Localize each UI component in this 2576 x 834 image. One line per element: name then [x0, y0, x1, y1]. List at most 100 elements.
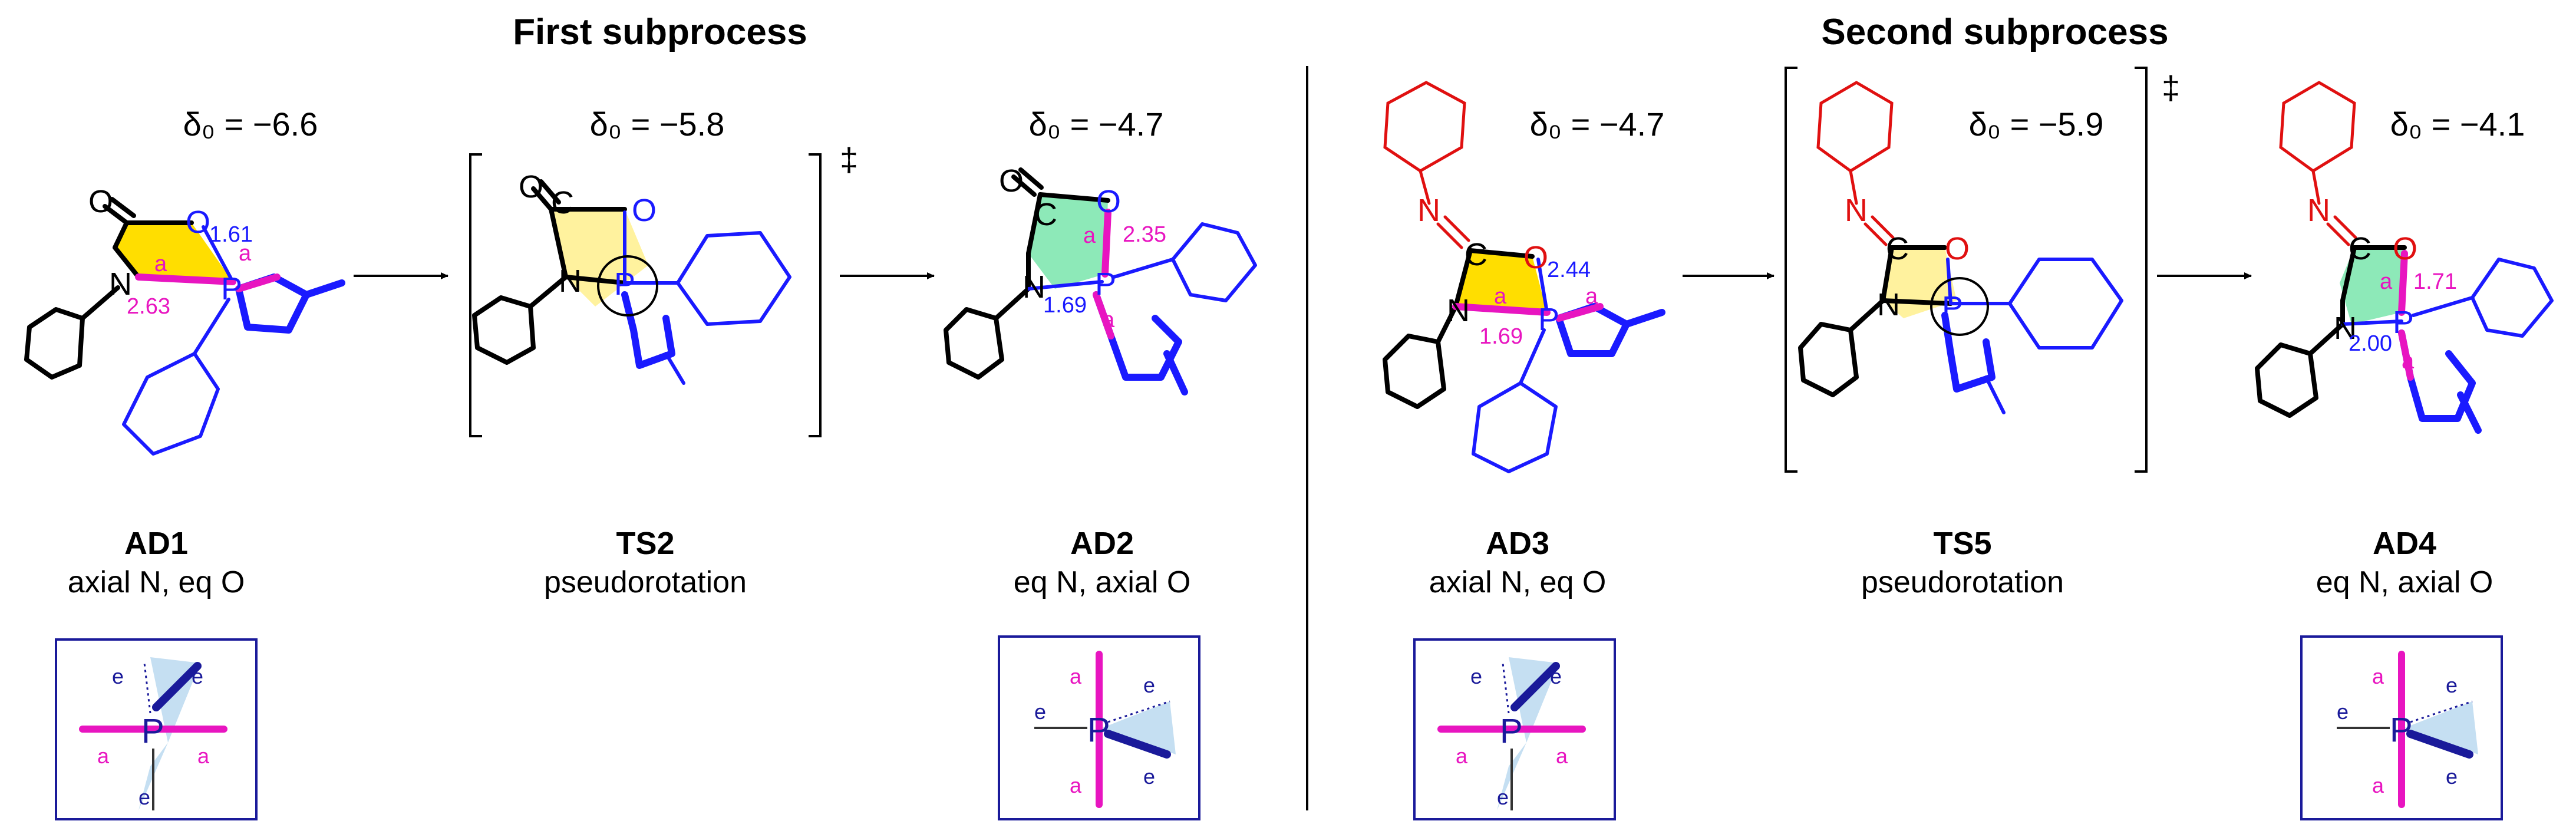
ad1-box-a2: a: [197, 744, 210, 768]
ad3-chemical-shift: δ₀ = −4.7: [1530, 106, 1665, 143]
ad1-tag-1: a: [154, 252, 167, 276]
ad4-p: P: [2393, 305, 2414, 340]
ad3-tag-2: a: [1585, 284, 1598, 309]
ad2-o-ring: O: [1096, 184, 1121, 219]
compound-ts5: δ₀ = −5.9 N C O N P: [1798, 81, 2123, 414]
ad2-label: AD2: [1070, 526, 1134, 561]
ad3-o-ring: O: [1523, 240, 1548, 275]
ad4-n: N: [2334, 311, 2357, 346]
ad3-bond-pn: 1.69: [1479, 324, 1523, 349]
ad2-ring-fill: [1028, 195, 1108, 289]
ad4-c: C: [2349, 231, 2371, 266]
ad4-n-imino: N: [2307, 193, 2330, 228]
ts2-p: P: [614, 266, 635, 302]
ad1-bond-po: 1.61: [209, 222, 253, 247]
ts5-brackets: [1785, 67, 2148, 473]
ts2-c: C: [551, 185, 574, 220]
ad2-box-a2: a: [1070, 773, 1082, 797]
ts5-p: P: [1942, 290, 1963, 325]
ad1-ring-fill: [115, 223, 233, 282]
compound-labels: AD1 axial N, eq O TS2 pseudorotation AD2…: [68, 526, 2493, 599]
ad1-box-e2: e: [192, 664, 203, 688]
ad4-tag-2: a: [2402, 349, 2415, 374]
ts5-c: C: [1886, 231, 1909, 266]
ad3-ring-fill: [1456, 250, 1547, 312]
ad4-desc: eq N, axial O: [2316, 565, 2493, 599]
ad1-n: N: [109, 266, 132, 302]
ad4-chemical-shift: δ₀ = −4.1: [2390, 106, 2525, 143]
ad3-box-e2: e: [1550, 664, 1562, 688]
ad3-box-e1: e: [1470, 664, 1482, 688]
ad1-o-carbonyl: O: [88, 184, 113, 219]
ts5-n-imino: N: [1845, 193, 1868, 228]
ad2-box-e1: e: [1034, 700, 1046, 724]
ad2-tag-1: a: [1083, 223, 1096, 248]
heading-first-subprocess: First subprocess: [513, 12, 807, 52]
ad1-box-p: P: [141, 712, 164, 750]
ad3-geometry-box: P e e e a a: [1413, 638, 1616, 820]
ad3-box-a1: a: [1456, 744, 1468, 768]
ts5-rotation-circle: [1930, 277, 1989, 336]
ad2-geometry-box: P a a e e e: [998, 635, 1200, 820]
ad1-geometry-box: P e e e a a: [55, 638, 258, 820]
ad4-ring-fill: [2340, 248, 2405, 324]
ts5-n: N: [1877, 287, 1900, 322]
ad4-box-e2: e: [2446, 673, 2458, 697]
ad4-tag-1: a: [2380, 269, 2393, 294]
ad4-box-a2: a: [2372, 773, 2384, 797]
ts5-o-ring: O: [1945, 231, 1970, 266]
ad1-box-e1: e: [112, 664, 124, 688]
ad2-p: P: [1095, 266, 1116, 302]
ad1-o-ring: O: [186, 205, 210, 240]
compound-ad3: δ₀ = −4.7 N C O N P 2.44 1.69 a a: [1383, 81, 1665, 473]
ad3-p: P: [1538, 302, 1559, 337]
ad4-box-e1: e: [2337, 700, 2349, 724]
ad2-c: C: [1034, 197, 1057, 232]
ad1-chemical-shift: δ₀ = −6.6: [183, 106, 318, 143]
ad2-box-e2: e: [1143, 673, 1155, 697]
ad3-desc: axial N, eq O: [1429, 565, 1607, 599]
ts2-desc: pseudorotation: [544, 565, 747, 599]
ad2-o-carbonyl: O: [999, 163, 1024, 199]
compound-ad2: δ₀ = −4.7 O C O N P 2.35 1.69 a a: [944, 106, 1257, 395]
ad4-box-e3: e: [2446, 764, 2458, 789]
ad1-bond-pn: 2.63: [127, 294, 170, 319]
ts2-rotation-circle: [597, 255, 658, 317]
ad3-c: C: [1465, 237, 1487, 272]
ad3-label: AD3: [1486, 526, 1549, 561]
ad1-box-a1: a: [97, 744, 110, 768]
ad4-o-ring: O: [2393, 231, 2417, 266]
ad3-bond-po: 2.44: [1547, 258, 1591, 282]
ts2-dagger: ‡: [840, 141, 858, 178]
ts5-desc: pseudorotation: [1861, 565, 2064, 599]
ad1-desc: axial N, eq O: [68, 565, 245, 599]
compound-ad1: δ₀ = −6.6 O O N P 1.61 2.63 a a: [24, 106, 345, 456]
ad4-label: AD4: [2373, 526, 2436, 561]
ts5-dagger: ‡: [2162, 69, 2180, 106]
ad2-tag-2: a: [1102, 308, 1115, 332]
ts2-o-carbonyl: O: [519, 169, 543, 205]
ad3-box-a2: a: [1556, 744, 1568, 768]
ad4-box-a1: a: [2372, 664, 2384, 688]
ad2-desc: eq N, axial O: [1014, 565, 1191, 599]
ad3-n: N: [1447, 293, 1470, 328]
ts2-label: TS2: [616, 526, 674, 561]
ad1-box-e3: e: [138, 785, 150, 809]
heading-second-subprocess: Second subprocess: [1821, 12, 2168, 52]
ad4-geometry-box: P a a e e e: [2300, 635, 2503, 820]
compound-ad4: δ₀ = −4.1 N C O N P 1.71 2.00 a a: [2255, 81, 2554, 434]
ad3-box-p: P: [1500, 712, 1523, 750]
ad3-box-e3: e: [1497, 785, 1509, 809]
ad1-label: AD1: [124, 526, 188, 561]
ad2-box-a1: a: [1070, 664, 1082, 688]
ad2-bond-po: 2.35: [1123, 222, 1166, 247]
ts2-chemical-shift: δ₀ = −5.8: [590, 106, 725, 143]
ad2-n: N: [1023, 269, 1045, 305]
ts2-n: N: [559, 263, 582, 299]
ad4-bond-po: 1.71: [2413, 269, 2457, 294]
ad4-box-p: P: [2390, 711, 2413, 749]
ad4-bond-pn: 2.00: [2349, 331, 2392, 356]
ad2-chemical-shift: δ₀ = −4.7: [1029, 106, 1164, 143]
ad2-box-e3: e: [1143, 764, 1155, 789]
